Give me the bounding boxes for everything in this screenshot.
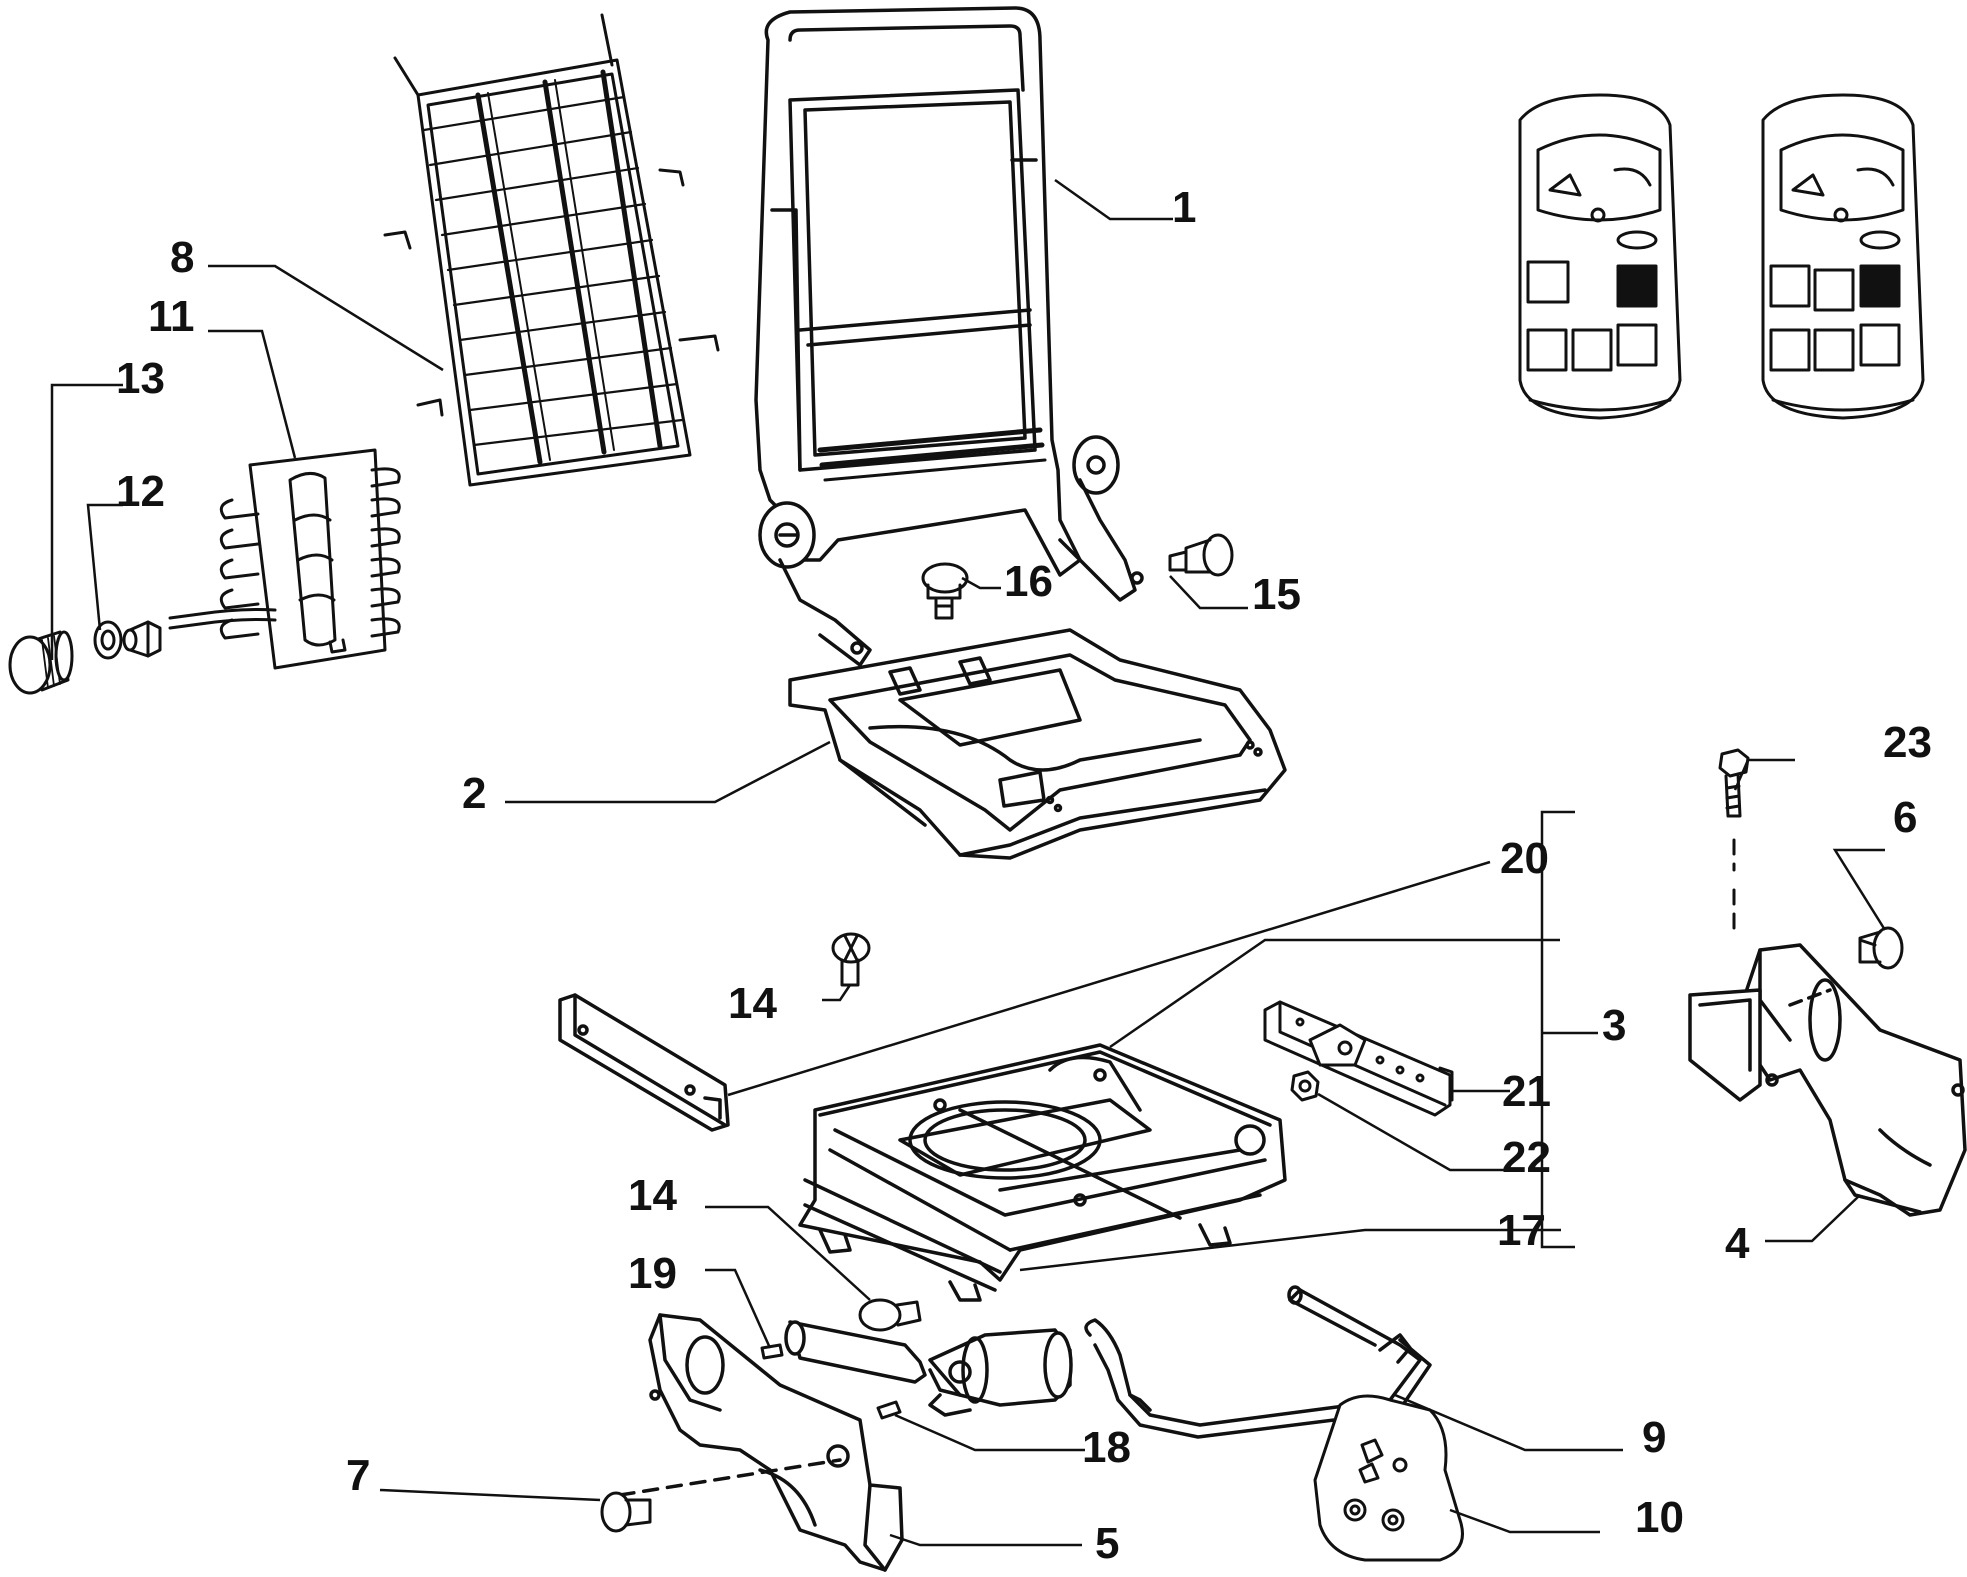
callout-2: 2 — [462, 769, 486, 818]
callout-11: 11 — [148, 292, 195, 341]
callout-22: 22 — [1502, 1133, 1551, 1182]
callout-10: 10 — [1635, 1493, 1684, 1542]
part-22-nut — [1290, 1070, 1320, 1102]
part-13-knob — [8, 630, 74, 695]
part-12-connector — [93, 620, 162, 660]
part-21-switch-module — [1263, 1000, 1454, 1117]
leader-lines — [50, 178, 1887, 1547]
callout-15: 15 — [1252, 570, 1301, 619]
part-4-side-cover-right — [1688, 943, 1967, 1217]
part-18-pin — [876, 1400, 902, 1420]
part-7-bolt — [600, 1491, 652, 1533]
part-16-bolt — [921, 562, 969, 620]
part-14-upper-bolt — [831, 932, 871, 987]
callout-5: 5 — [1095, 1519, 1119, 1568]
part-20-slide-rail — [558, 993, 730, 1132]
part-17-actuator-motor — [784, 1320, 1073, 1417]
part-19-pin — [760, 1343, 784, 1360]
callout-4: 4 — [1725, 1219, 1750, 1268]
part-3-seat-base-frame — [798, 1043, 1287, 1302]
callout-16: 16 — [1004, 557, 1053, 606]
part-5-side-cover-left — [618, 1313, 904, 1572]
callout-3: 3 — [1602, 1001, 1626, 1050]
callout-17: 17 — [1497, 1206, 1546, 1255]
callout-21: 21 — [1502, 1067, 1551, 1116]
callout-1: 1 — [1172, 183, 1196, 232]
inset-remote-right — [1761, 93, 1925, 420]
part-14-lower-bolt — [858, 1298, 922, 1332]
part-10-fastener-kit-bag — [1313, 1394, 1464, 1562]
part-2-seat-pan — [788, 628, 1287, 860]
callout-6: 6 — [1893, 793, 1917, 842]
part-8-back-spring-mat — [383, 13, 720, 487]
callout-9: 9 — [1642, 1413, 1666, 1462]
part-15-bolt — [1168, 533, 1234, 577]
part-1-seatback-frame — [754, 6, 1144, 667]
callout-labels: 1 8 11 13 12 16 15 2 20 23 6 14 3 21 22 … — [116, 183, 1932, 1568]
callout-18: 18 — [1082, 1423, 1131, 1472]
part-23-screw — [1718, 748, 1750, 932]
callout-12: 12 — [116, 467, 165, 516]
callout-19: 19 — [628, 1249, 677, 1298]
callout-13: 13 — [116, 354, 165, 403]
callout-8: 8 — [170, 233, 194, 282]
callout-23: 23 — [1883, 718, 1932, 767]
callout-14-lower: 14 — [628, 1171, 677, 1220]
callout-7: 7 — [346, 1451, 370, 1500]
inset-remote-left — [1518, 93, 1682, 420]
part-9-torsion-rod — [1084, 1285, 1432, 1439]
part-11-heating-pad — [168, 448, 401, 670]
part-6-bolt — [1858, 926, 1904, 970]
callout-14-upper: 14 — [728, 979, 777, 1028]
callout-20: 20 — [1500, 834, 1549, 883]
